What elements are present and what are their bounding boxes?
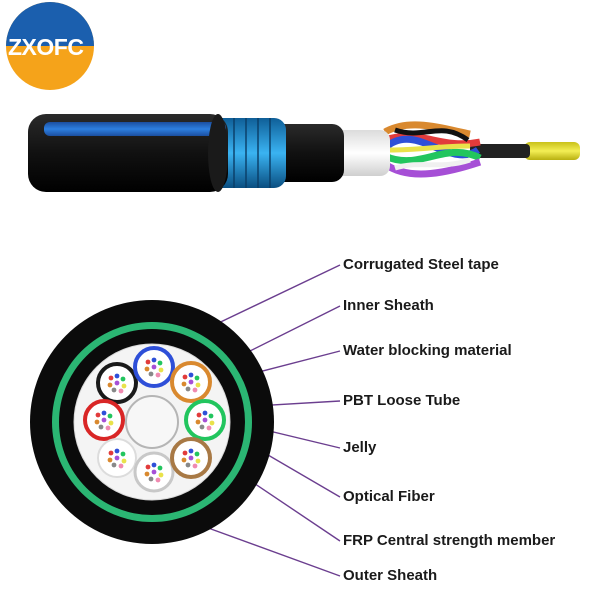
label-frp-central-strength-member: FRP Central strength member [343,532,556,549]
label-water-blocking-material: Water blocking material [343,342,512,359]
outer-sheath-end [208,114,228,192]
label-jelly: Jelly [343,439,377,456]
logo-wordmark: ZXOFC [8,34,84,60]
label-inner-sheath: Inner Sheath [343,297,434,314]
company-logo [6,2,94,90]
loose-tubes-fan [382,121,482,178]
inner-white-layer [330,130,390,176]
fiber-end [524,142,580,160]
blue-stripe [44,122,226,136]
steel-tape-side [210,118,286,188]
optical-fibers [94,357,215,483]
cable-side-view [28,114,580,192]
central-core [470,144,530,158]
label-outer-sheath: Outer Sheath [343,567,438,584]
inner-sheath-side [268,124,344,182]
loose-tubes [83,346,226,493]
label-pbt-loose-tube: PBT Loose Tube [343,392,461,409]
label-corrugated-steel-tape: Corrugated Steel tape [343,256,499,273]
label-optical-fiber: Optical Fiber [343,488,435,505]
central-strength-member [125,395,179,449]
